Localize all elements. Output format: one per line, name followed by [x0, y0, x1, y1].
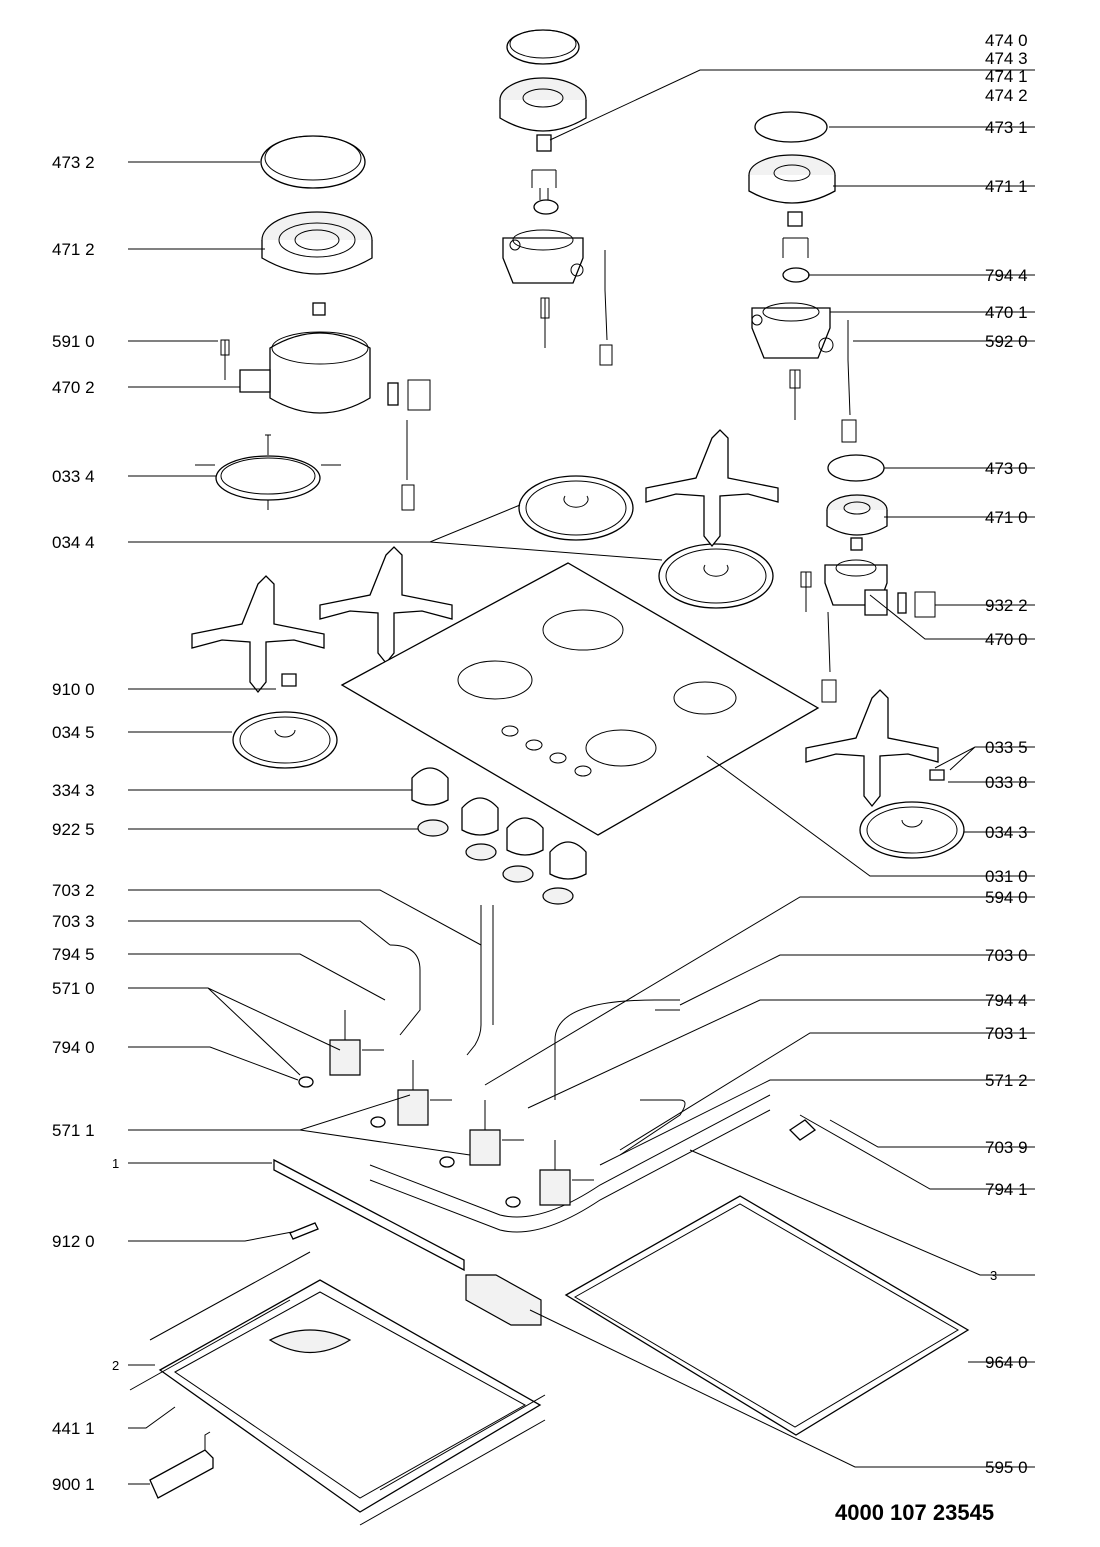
part-label-5910: 591 0: [52, 332, 95, 351]
flame-spreaders: [232, 673, 965, 859]
gas-taps: [298, 1010, 594, 1208]
part-label-7032: 703 2: [52, 881, 95, 900]
part-label-1: 1: [112, 1156, 119, 1171]
part-label-4742: 474 2: [985, 86, 1028, 105]
burner-stack-right-small: [800, 454, 936, 703]
part-label-4743: 474 3: [985, 49, 1028, 68]
gas-tap-4: [539, 1140, 594, 1206]
part-label-7941: 794 1: [985, 1180, 1028, 1199]
part-label-0345: 034 5: [52, 723, 95, 742]
part-label-4730: 473 0: [985, 459, 1028, 478]
pan-supports: [191, 429, 939, 808]
part-label-7940: 794 0: [52, 1038, 95, 1057]
part-label-4710: 471 0: [985, 508, 1028, 527]
part-label-5711: 571 1: [52, 1121, 95, 1140]
part-label-0338: 033 8: [985, 773, 1028, 792]
part-label-4740: 474 0: [985, 31, 1028, 50]
part-label-3: 3: [990, 1268, 997, 1283]
part-label-7944-mid: 794 4: [985, 991, 1028, 1010]
document-number: 4000 107 23545: [835, 1500, 994, 1525]
burner-stack-left: [220, 135, 431, 511]
part-label-7031: 703 1: [985, 1024, 1028, 1043]
part-label-5712: 571 2: [985, 1071, 1028, 1090]
part-label-4711: 471 1: [985, 177, 1028, 196]
part-label-0344: 034 4: [52, 533, 95, 552]
hob-seal: [564, 1195, 970, 1436]
leader-lines: [128, 69, 1035, 1485]
gas-tap-1: [329, 1010, 384, 1076]
part-label-9225: 922 5: [52, 820, 95, 839]
gas-pipework: [369, 905, 817, 1233]
trivet-ring: [195, 434, 341, 510]
part-label-9322: 932 2: [985, 596, 1028, 615]
part-label-0343: 034 3: [985, 823, 1028, 842]
part-label-7030: 703 0: [985, 946, 1028, 965]
part-label-4741: 474 1: [985, 67, 1028, 86]
part-label-0335: 033 5: [985, 738, 1028, 757]
gas-tap-2: [397, 1060, 452, 1126]
part-label-4701: 470 1: [985, 303, 1028, 322]
part-label-5950: 595 0: [985, 1458, 1028, 1477]
part-label-7033: 703 3: [52, 912, 95, 931]
part-label-7944-top: 794 4: [985, 266, 1028, 285]
burner-cap-plates: [518, 475, 774, 609]
ignition-generator: [465, 1274, 542, 1326]
part-label-9100: 910 0: [52, 680, 95, 699]
part-label-4732: 473 2: [52, 153, 95, 172]
part-label-9640: 964 0: [985, 1353, 1028, 1372]
hob-top-plate: [340, 562, 820, 836]
part-label-9120: 912 0: [52, 1232, 95, 1251]
parts-illustration: [129, 29, 970, 1526]
part-label-3343: 334 3: [52, 781, 95, 800]
labels-left: 473 2 471 2 591 0 470 2 033 4 034 4 910 …: [52, 153, 119, 1494]
part-label-5920: 592 0: [985, 332, 1028, 351]
pan-support-3: [191, 575, 325, 694]
part-label-4731: 473 1: [985, 118, 1028, 137]
part-label-5710: 571 0: [52, 979, 95, 998]
burner-stack-center: [499, 29, 613, 366]
part-label-4712: 471 2: [52, 240, 95, 259]
part-label-5940: 594 0: [985, 888, 1028, 907]
control-knobs: [411, 767, 587, 905]
part-label-4411: 441 1: [52, 1419, 95, 1438]
labels-right: 474 0 474 3 474 1 474 2 473 1 471 1 794 …: [985, 31, 1028, 1477]
pan-support-1: [645, 429, 779, 548]
pan-support-4: [805, 689, 939, 808]
fixing-clamp: [149, 1431, 214, 1499]
front-bracket: [273, 1158, 465, 1272]
part-label-4700: 470 0: [985, 630, 1028, 649]
part-label-0334: 033 4: [52, 467, 95, 486]
part-label-7945: 794 5: [52, 945, 95, 964]
part-label-7039: 703 9: [985, 1138, 1028, 1157]
part-label-9001: 900 1: [52, 1475, 95, 1494]
pan-support-2: [319, 546, 453, 665]
part-label-4702: 470 2: [52, 378, 95, 397]
part-label-0310: 031 0: [985, 867, 1028, 886]
part-label-2: 2: [112, 1358, 119, 1373]
hob-base-tray: [129, 1251, 546, 1526]
burner-stack-right: [748, 111, 857, 443]
gas-tap-3: [469, 1100, 524, 1166]
